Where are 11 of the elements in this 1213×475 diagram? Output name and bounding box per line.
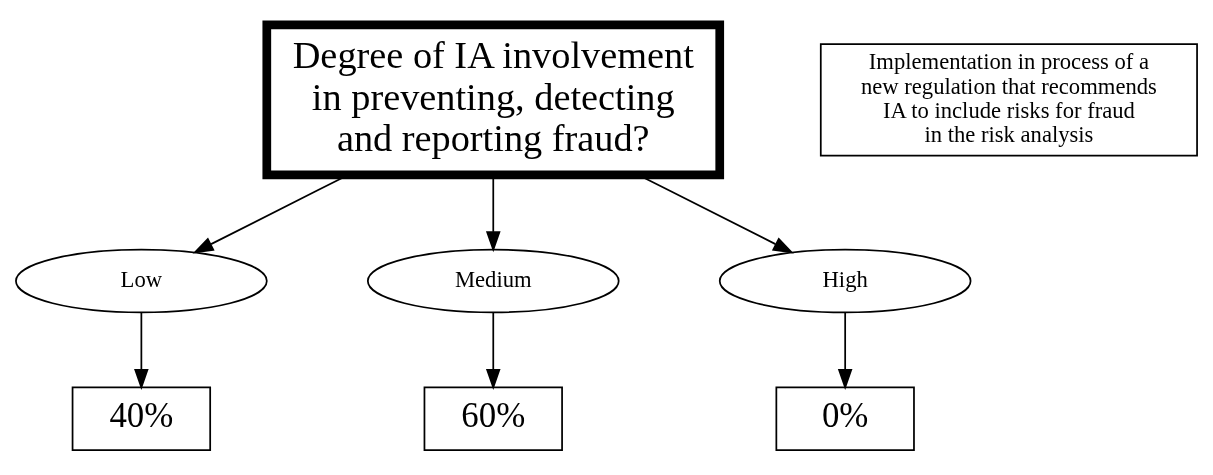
arrow: [134, 311, 149, 390]
node-ellipse: Medium: [366, 248, 620, 314]
node-box: Degree of IA involvement in preventing, detecting and reporting fraud?: [262, 20, 725, 180]
node-box: Implementation in process of a new regulation that recommends IA to include risks for fraud in the risk analysis: [819, 43, 1198, 157]
node-box: 60%: [423, 386, 563, 451]
arrow: [837, 311, 853, 390]
arrow: [485, 311, 501, 390]
node-ellipse: Low: [15, 248, 268, 314]
node-box: 0%: [775, 386, 915, 451]
node-ellipse: High: [718, 248, 972, 314]
node-box: 40%: [71, 386, 212, 451]
